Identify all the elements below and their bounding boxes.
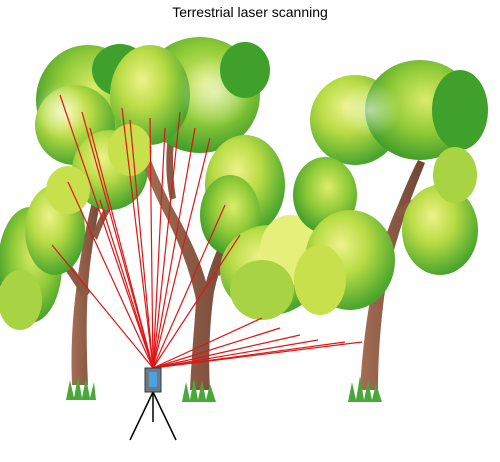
laser-beam [121,107,154,369]
scanner-lens [149,372,157,387]
laser-beam [152,204,226,369]
laser-beam [89,127,154,369]
laser-beam [152,341,363,369]
laser-beam [59,94,154,369]
middle-tree [108,37,320,402]
laser-beam [152,334,301,369]
laser-beam [152,137,211,369]
laser-beam [152,327,281,369]
laser-beam [152,127,166,369]
laser-beams [51,94,363,369]
laser-beam [152,317,263,369]
laser-beam [149,117,154,369]
right-tree-foliage [293,60,488,315]
laser-beam [152,111,181,369]
laser-beam [152,339,319,369]
middle-tree-grass [182,378,216,402]
left-tree-grass [66,376,96,400]
laser-beam [99,199,154,369]
laser-beam [81,111,154,369]
scanner-tripod [129,391,177,441]
laser-beam [152,127,196,369]
laser-beam [51,244,154,369]
laser-beam [129,119,154,369]
laser-beam [67,181,154,369]
right-tree [293,60,488,402]
laser-scanner [129,367,177,441]
laser-beam [152,234,241,369]
middle-tree-foliage [108,37,320,320]
diagram-title: Terrestrial laser scanning [172,4,328,20]
right-tree-grass [348,376,382,402]
